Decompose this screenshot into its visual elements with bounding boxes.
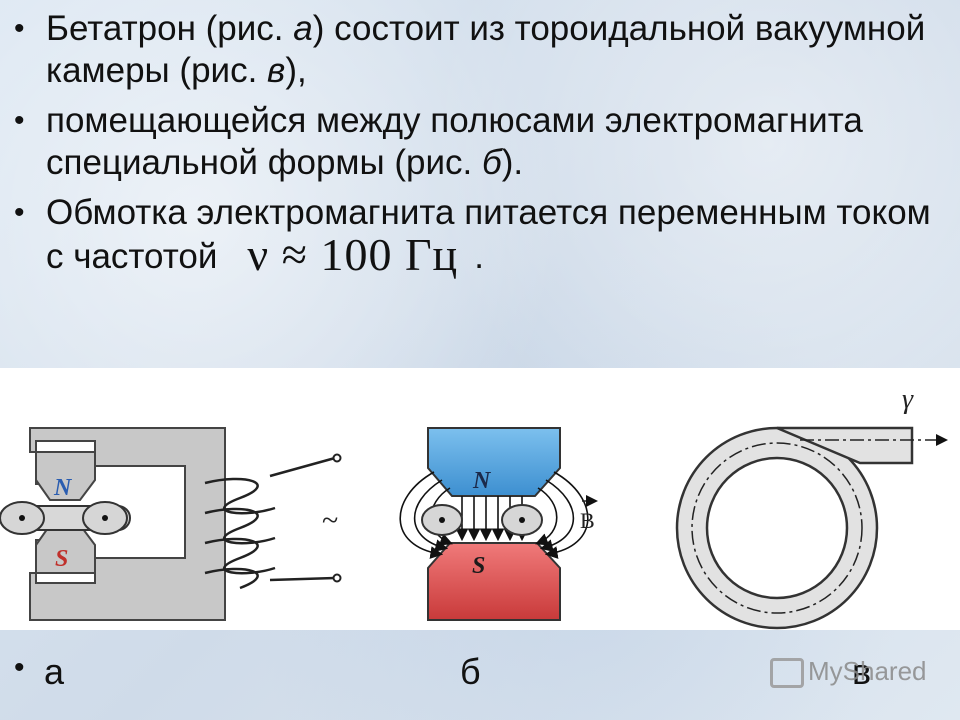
bullet-2-text-end: ).	[501, 143, 524, 182]
bullet-1: • Бетатрон (рис. а) состоит из тороидаль…	[10, 8, 955, 92]
frequency-formula: ν ≈ 100 Гц	[247, 229, 459, 280]
bullet-dot: •	[14, 12, 25, 45]
bullet-1-ref-a: а	[293, 9, 313, 48]
watermark-text: MyShared	[808, 656, 927, 686]
pole-n-block	[427, 427, 561, 497]
watermark-logo: MyShared	[770, 656, 930, 692]
bullet-3-text: Обмотка электромагнита питается переменн…	[46, 193, 931, 276]
winding-coil	[204, 456, 336, 590]
bullet-dot: •	[14, 196, 25, 229]
bullet-2-text: помещающейся между полюсами электромагни…	[46, 101, 863, 182]
torus-inner	[705, 456, 849, 600]
figure-v: γ	[675, 384, 948, 630]
figure-panel: N S ~ N S	[0, 368, 960, 630]
gamma-label: γ	[902, 384, 914, 415]
bullet-1-ref-v: в	[267, 51, 286, 90]
bullet-2: • помещающейся между полюсами электромаг…	[10, 100, 955, 184]
bullet-3-period: .	[474, 237, 484, 276]
bullet-1-text-c: ),	[285, 51, 307, 90]
pole-n-label: N	[53, 475, 73, 501]
figure-captions: • а б в	[0, 645, 960, 705]
bullet-list: • Бетатрон (рис. а) состоит из тороидаль…	[10, 8, 955, 286]
bullet-1-text-b: ) состоит из тороидальной вакуумной каме…	[46, 9, 926, 90]
betatron-figures: N S ~ N S	[0, 384, 948, 630]
pole-s-block	[427, 542, 561, 621]
pole-n-label: N	[472, 468, 492, 494]
field-vector-label: B	[580, 508, 595, 533]
pole-shoe-n	[35, 451, 96, 501]
pole-s-label: S	[55, 546, 68, 572]
figure-a: N S ~	[0, 427, 342, 621]
orbit-line	[691, 442, 863, 614]
beam-exit-tube	[776, 426, 914, 465]
bullet-dot: •	[14, 651, 25, 684]
figure-b: N S B	[399, 427, 598, 621]
bullet-2-ref-b: б	[482, 143, 502, 182]
caption-v: в	[852, 651, 872, 692]
bullet-1-text-a: Бетатрон (рис.	[46, 9, 294, 48]
bullet-3: • Обмотка электромагнита питается переме…	[10, 192, 955, 278]
caption-b: б	[460, 651, 481, 692]
bullet-dot: •	[14, 104, 25, 137]
ac-symbol: ~	[322, 504, 338, 537]
pole-s-label: S	[472, 553, 485, 579]
caption-a: а	[44, 651, 65, 692]
monitor-icon	[770, 658, 804, 689]
